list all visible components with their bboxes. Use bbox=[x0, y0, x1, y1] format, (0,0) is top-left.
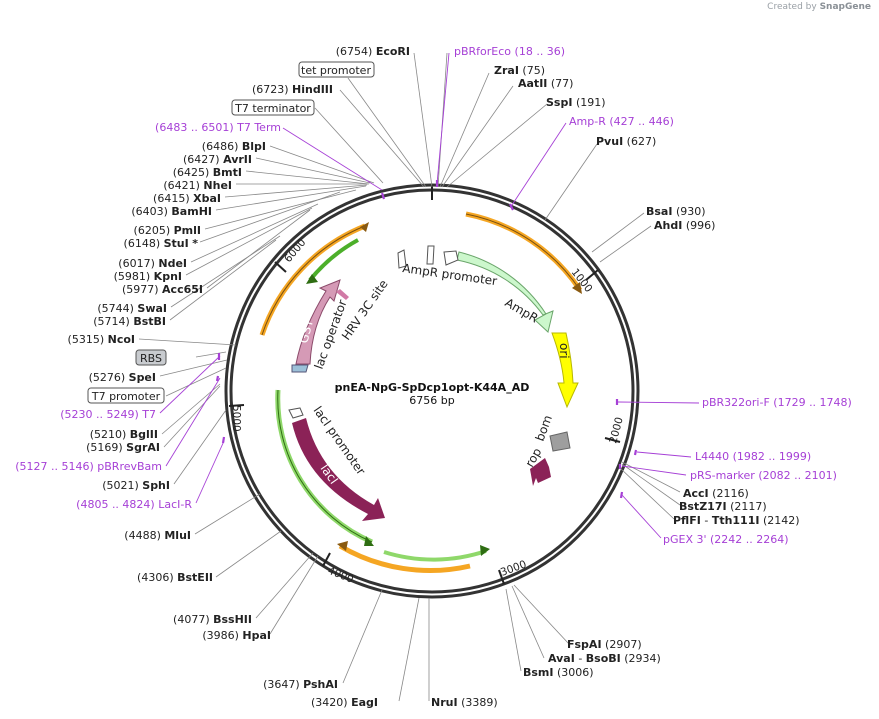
site-avrii: (6427) AvrII bbox=[183, 153, 252, 166]
site-eagi: (3420) EagI bbox=[311, 696, 378, 709]
watermark-prefix: Created by bbox=[767, 2, 817, 12]
site-bstbi: (5714) BstBI bbox=[93, 315, 166, 328]
site-acc65i: (5977) Acc65I bbox=[122, 283, 203, 296]
site-bsshii: (4077) BssHII bbox=[173, 613, 252, 626]
site-sphi: (5021) SphI bbox=[102, 479, 170, 492]
site-fspai: FspAI (2907) bbox=[567, 638, 642, 651]
site-bsteii: (4306) BstEII bbox=[137, 571, 213, 584]
site-bamhi: (6403) BamHI bbox=[131, 205, 212, 218]
site-stui: (6148) StuI * bbox=[124, 237, 199, 250]
site-ndei: (6017) NdeI bbox=[118, 257, 187, 270]
site-bmti: (6425) BmtI bbox=[173, 166, 242, 179]
primer-pbr322ori-f: pBR322ori-F (1729 .. 1748) bbox=[702, 396, 852, 409]
site-pmli: (6205) PmlI bbox=[134, 224, 201, 237]
leader-lines bbox=[138, 52, 681, 702]
site-ecori: (6754) EcoRI bbox=[336, 45, 410, 58]
site-hpai: (3986) HpaI bbox=[202, 629, 271, 642]
primer-pgex3: pGEX 3' (2242 .. 2264) bbox=[663, 533, 789, 546]
snapgene-watermark: Created by SnapGene bbox=[767, 2, 871, 12]
site-bglii: (5210) BglII bbox=[90, 428, 158, 441]
tick-4000: 4000 bbox=[326, 565, 355, 586]
site-pflfi-tth111i: PflFI - Tth111I (2142) bbox=[673, 514, 800, 527]
site-nhei: (6421) NheI bbox=[163, 179, 232, 192]
primer-pbrforeco: pBRforEco (18 .. 36) bbox=[454, 45, 565, 58]
ori-label: ori bbox=[557, 343, 571, 359]
site-avai-bsobi: AvaI - BsoBI (2934) bbox=[548, 652, 661, 665]
site-acci: AccI (2116) bbox=[683, 487, 749, 500]
site-swai: (5744) SwaI bbox=[97, 302, 167, 315]
t7-promoter-label: T7 promoter bbox=[91, 390, 161, 403]
site-mlui: (4488) MluI bbox=[124, 529, 191, 542]
site-bstz17i: BstZ17I (2117) bbox=[679, 500, 767, 513]
site-sspi: SspI (191) bbox=[546, 96, 606, 109]
primer-t7-term: (6483 .. 6501) T7 Term bbox=[155, 121, 281, 134]
tick-5000: 5000 bbox=[230, 405, 242, 432]
rbs-label: RBS bbox=[140, 352, 162, 365]
rbs-box: RBS bbox=[135, 349, 167, 366]
site-xbai: (6415) XbaI bbox=[153, 192, 221, 205]
primer-markers bbox=[215, 180, 638, 499]
gst-label: GST bbox=[296, 317, 316, 345]
tet-promoter-box: tet promoter bbox=[298, 61, 375, 78]
plasmid-length: 6756 bp bbox=[409, 394, 454, 407]
site-pvui: PvuI (627) bbox=[596, 135, 656, 148]
primer-lines bbox=[159, 52, 700, 539]
site-nrui: NruI (3389) bbox=[431, 696, 498, 709]
site-sgrai: (5169) SgrAI bbox=[86, 441, 160, 454]
site-aatii: AatII (77) bbox=[518, 77, 573, 90]
tick-marks bbox=[228, 185, 621, 585]
site-ncoi: (5315) NcoI bbox=[68, 333, 135, 346]
feature-shapes bbox=[288, 245, 579, 521]
watermark-brand: SnapGene bbox=[819, 2, 871, 12]
plasmid-name: pnEA-NpG-SpDcp1opt-K44A_AD bbox=[335, 381, 530, 394]
site-bsmi: BsmI (3006) bbox=[523, 666, 594, 679]
primer-l4440: L4440 (1982 .. 1999) bbox=[695, 450, 811, 463]
site-zrai: ZraI (75) bbox=[494, 64, 545, 77]
tick-2000: 2000 bbox=[607, 416, 626, 445]
site-pshai: (3647) PshAI bbox=[263, 678, 338, 691]
primer-prs-marker: pRS-marker (2082 .. 2101) bbox=[690, 469, 837, 482]
primer-amp-r: Amp-R (427 .. 446) bbox=[569, 115, 674, 128]
tet-promoter-label: tet promoter bbox=[301, 64, 371, 77]
t7-terminator-box: T7 terminator bbox=[231, 99, 315, 116]
site-blpi: (6486) BlpI bbox=[202, 140, 266, 153]
orf-arcs bbox=[259, 211, 583, 574]
primer-pbrrevbam: (5127 .. 5146) pBRrevBam bbox=[15, 460, 162, 473]
site-bsai: BsaI (930) bbox=[646, 205, 706, 218]
site-hindiii: (6723) HindIII bbox=[252, 83, 333, 96]
primer-laci-r: (4805 .. 4824) LacI-R bbox=[76, 498, 192, 511]
site-spei: (5276) SpeI bbox=[89, 371, 156, 384]
t7-terminator-label: T7 terminator bbox=[234, 102, 311, 115]
t7-promoter-box: T7 promoter bbox=[87, 387, 165, 404]
primer-t7: (5230 .. 5249) T7 bbox=[60, 408, 156, 421]
site-kpni: (5981) KpnI bbox=[114, 270, 182, 283]
site-ahdi: AhdI (996) bbox=[654, 219, 715, 232]
